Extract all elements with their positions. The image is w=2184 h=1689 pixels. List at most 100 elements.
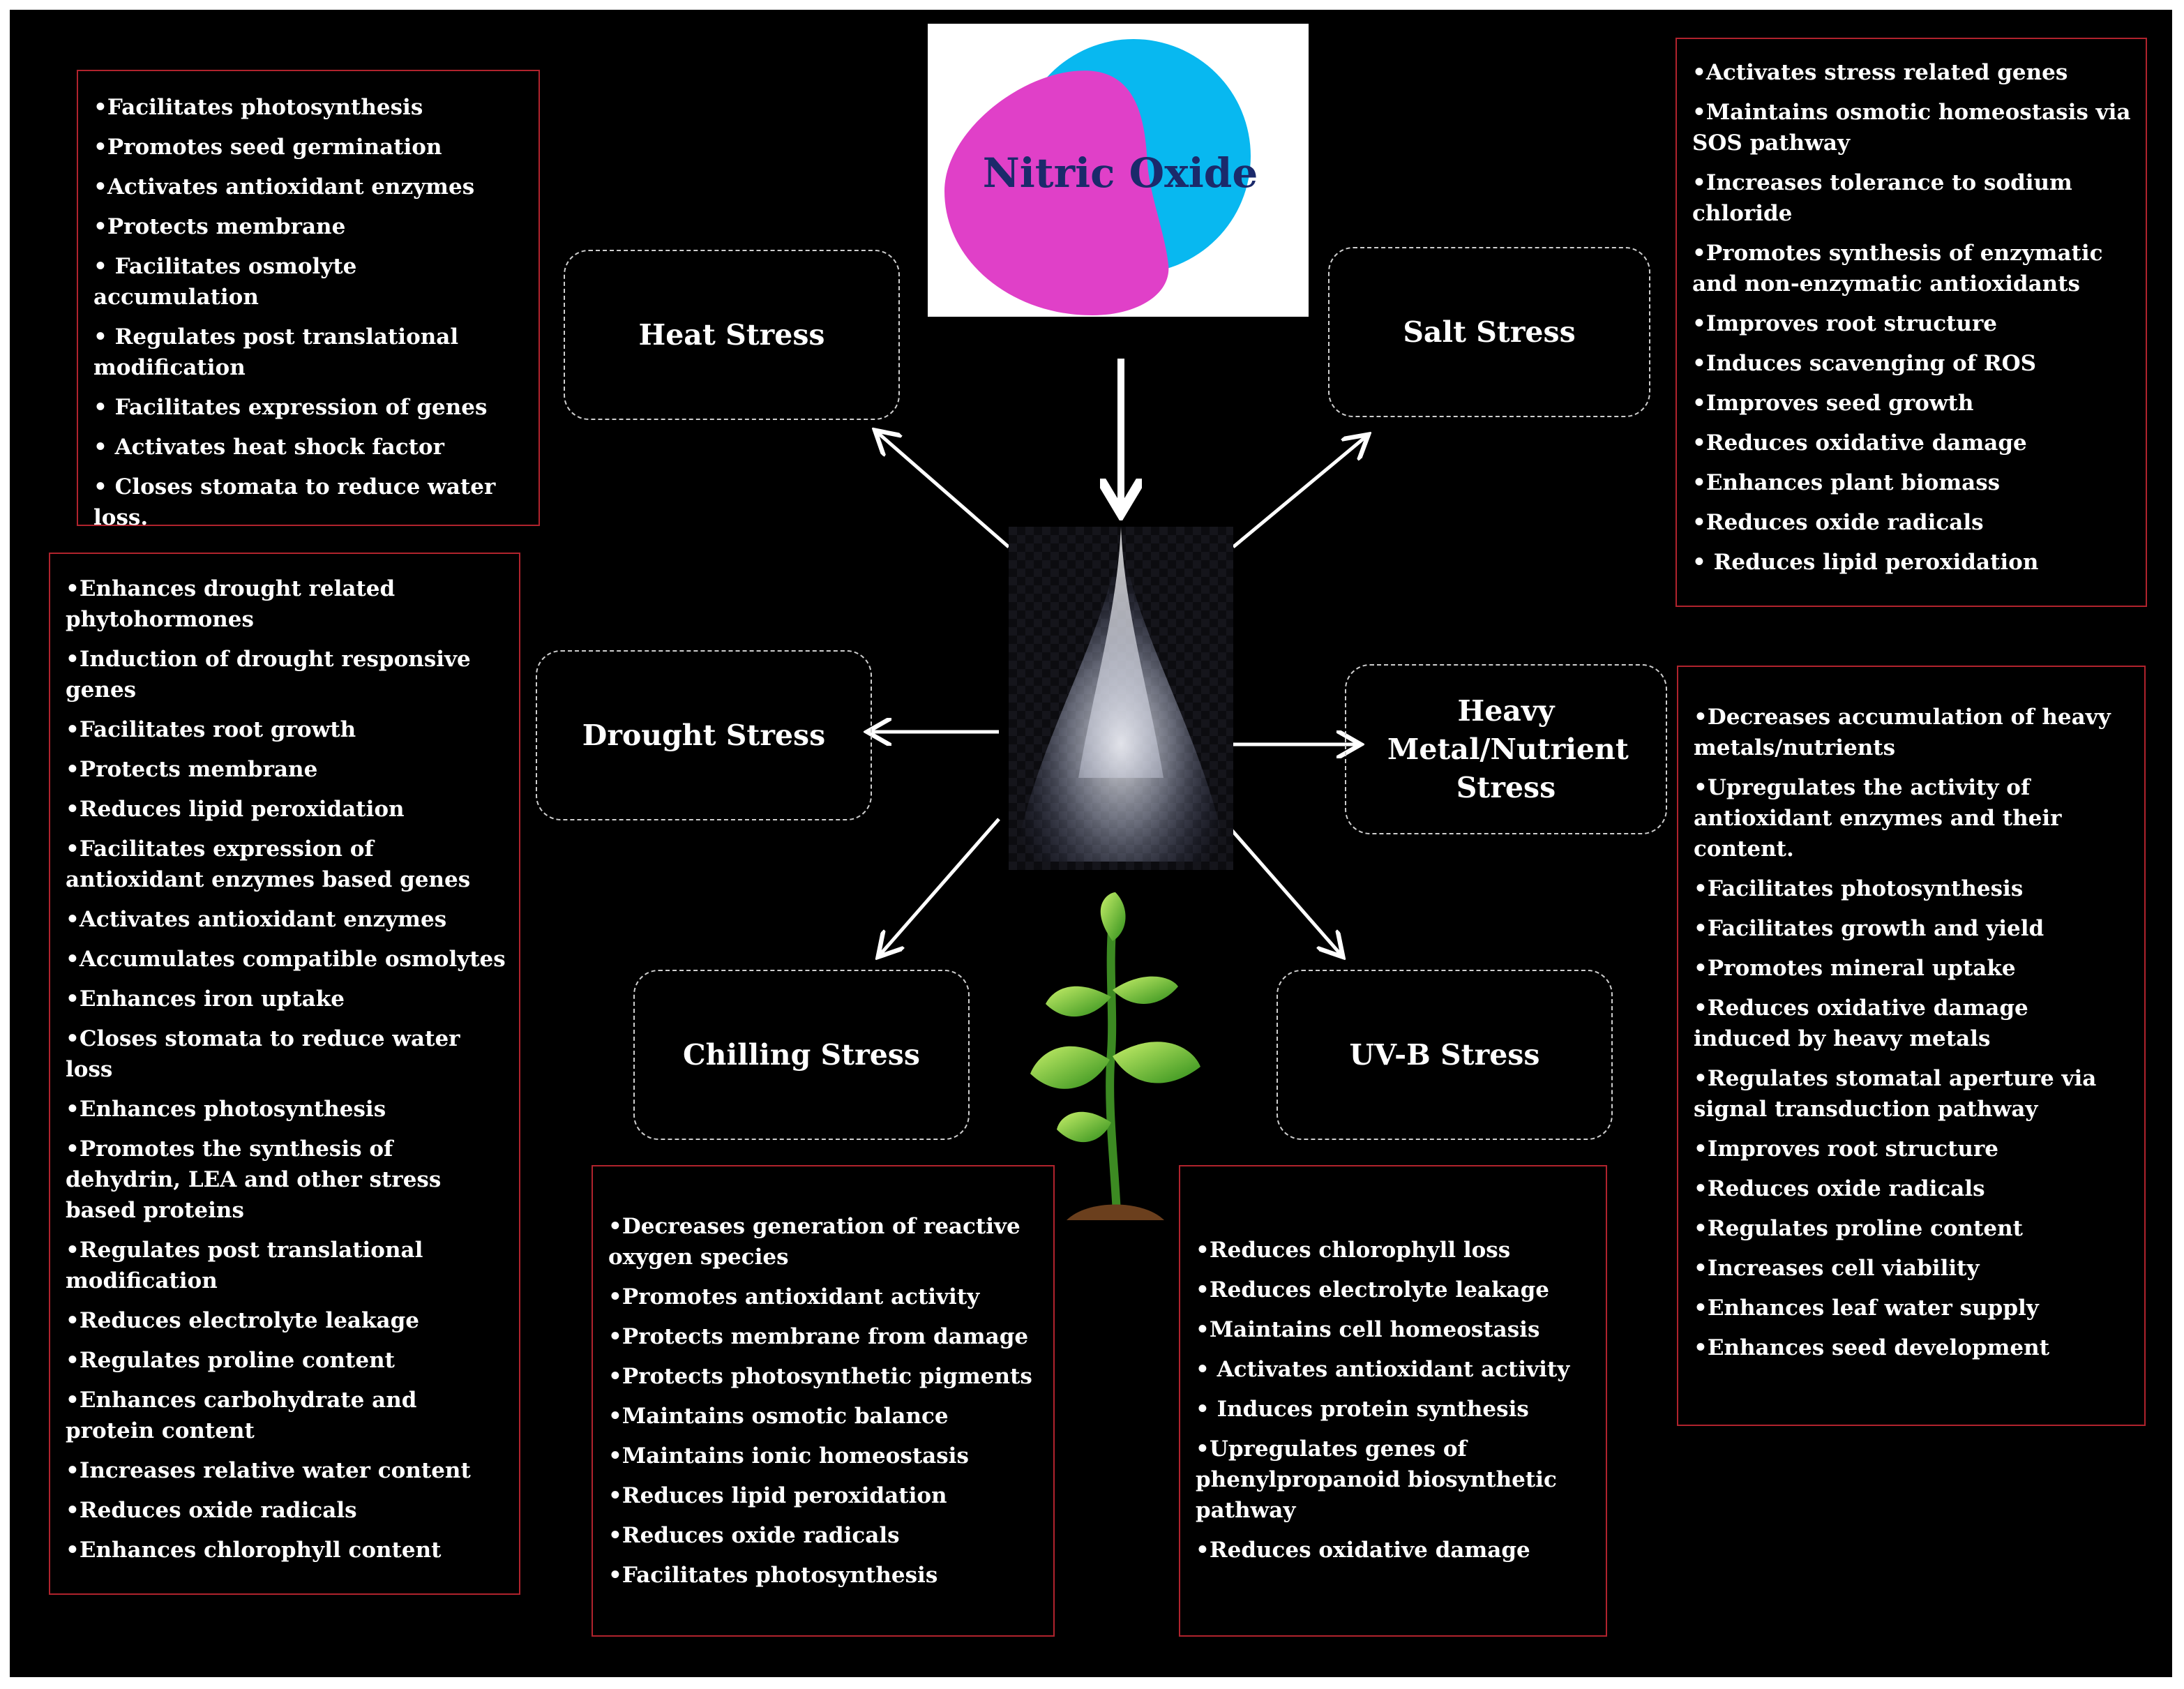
effect-item: Maintains cell homeostasis bbox=[1196, 1314, 1593, 1345]
magenta-circle bbox=[944, 70, 1169, 316]
effect-item: Protects membrane bbox=[93, 211, 526, 242]
drought-effects-list: Enhances drought related phytohormonesIn… bbox=[66, 573, 506, 1566]
effect-item: Facilitates root growth bbox=[66, 714, 506, 745]
effect-item: Protects photosynthetic pigments bbox=[608, 1361, 1041, 1392]
effect-item: Activates heat shock factor bbox=[93, 432, 526, 463]
effect-item: Activates antioxidant enzymes bbox=[93, 172, 526, 202]
effect-item: Facilitates expression of genes bbox=[93, 392, 526, 423]
uvb-stress-node: UV-B Stress bbox=[1276, 970, 1613, 1140]
effect-item: Enhances iron uptake bbox=[66, 984, 506, 1014]
effect-item: Promotes the synthesis of dehydrin, LEA … bbox=[66, 1134, 506, 1226]
heat-stress-node: Heat Stress bbox=[564, 250, 900, 420]
effect-item: Enhances drought related phytohormones bbox=[66, 573, 506, 635]
effect-item: Reduces oxide radicals bbox=[1694, 1173, 2132, 1204]
effect-item: Promotes seed germination bbox=[93, 132, 526, 163]
effect-item: Accumulates compatible osmolytes bbox=[66, 944, 506, 975]
effect-item: Induction of drought responsive genes bbox=[66, 644, 506, 705]
arrow-to-uvb bbox=[1221, 818, 1341, 954]
effect-item: Maintains osmotic balance bbox=[608, 1401, 1041, 1432]
drought-stress-label: Drought Stress bbox=[582, 718, 826, 752]
effect-item: Decreases accumulation of heavy metals/n… bbox=[1694, 702, 2132, 763]
heat-effects-box: Facilitates photosynthesisPromotes seed … bbox=[77, 70, 540, 530]
effect-item: Closes stomata to reduce water loss bbox=[66, 1023, 506, 1085]
heat-stress-label: Heat Stress bbox=[638, 317, 825, 352]
effect-item: Reduces electrolyte leakage bbox=[1196, 1275, 1593, 1305]
uvb-effects-box: Reduces chlorophyll lossReduces electrol… bbox=[1179, 1165, 1607, 1637]
effect-item: Activates antioxidant activity bbox=[1196, 1354, 1593, 1385]
heavy-metal-effects-box: Decreases accumulation of heavy metals/n… bbox=[1677, 666, 2146, 1426]
effect-item: Facilitates photosynthesis bbox=[93, 92, 526, 123]
arrow-to-heat bbox=[878, 433, 1010, 548]
effect-item: Facilitates osmolyte accumulation bbox=[93, 251, 526, 313]
effect-item: Promotes antioxidant activity bbox=[608, 1282, 1041, 1312]
effect-item: Promotes mineral uptake bbox=[1694, 953, 2132, 984]
effect-item: Regulates proline content bbox=[66, 1345, 506, 1376]
effect-item: Enhances photosynthesis bbox=[66, 1094, 506, 1125]
effect-item: Increases cell viability bbox=[1694, 1253, 2132, 1284]
effect-item: Protects membrane bbox=[66, 754, 506, 785]
effect-item: Regulates post translational modificatio… bbox=[66, 1235, 506, 1296]
effect-item: Reduces lipid peroxidation bbox=[66, 794, 506, 825]
effect-item: Facilitates growth and yield bbox=[1694, 913, 2132, 944]
heavy-metal-stress-node: Heavy Metal/Nutrient Stress bbox=[1345, 664, 1667, 834]
effect-item: Reduces oxide radicals bbox=[608, 1520, 1041, 1551]
effect-item: Reduces oxide radicals bbox=[66, 1495, 506, 1526]
nitric-oxide-spray-image bbox=[1009, 527, 1233, 870]
effect-item: Reduces oxidative damage bbox=[1196, 1535, 1593, 1566]
effect-item: Improves seed growth bbox=[1692, 388, 2133, 419]
effect-item: Maintains osmotic homeostasis via SOS pa… bbox=[1692, 97, 2133, 158]
effect-item: Protects membrane from damage bbox=[608, 1321, 1041, 1352]
effect-item: Induces protein synthesis bbox=[1196, 1394, 1593, 1425]
effect-item: Reduces oxidative damage induced by heav… bbox=[1694, 993, 2132, 1054]
salt-stress-node: Salt Stress bbox=[1328, 247, 1650, 417]
chilling-effects-box: Decreases generation of reactive oxygen … bbox=[592, 1165, 1055, 1637]
arrow-to-chilling bbox=[880, 818, 1000, 954]
effect-item: Reduces lipid peroxidation bbox=[608, 1480, 1041, 1511]
salt-effects-list: Activates stress related genesMaintains … bbox=[1692, 57, 2133, 578]
effect-item: Reduces oxide radicals bbox=[1692, 507, 2133, 538]
chilling-stress-label: Chilling Stress bbox=[683, 1037, 920, 1072]
effect-item: Increases relative water content bbox=[66, 1455, 506, 1486]
effect-item: Decreases generation of reactive oxygen … bbox=[608, 1211, 1041, 1273]
nitric-oxide-title: Nitric Oxide bbox=[983, 149, 1258, 197]
salt-effects-box: Activates stress related genesMaintains … bbox=[1675, 38, 2147, 607]
arrow-layer bbox=[10, 359, 2172, 1677]
drought-stress-node: Drought Stress bbox=[536, 650, 872, 820]
effect-item: Activates stress related genes bbox=[1692, 57, 2133, 88]
diagram-canvas: Nitric Oxide bbox=[10, 10, 2172, 1677]
effect-item: Facilitates photosynthesis bbox=[608, 1560, 1041, 1591]
effect-item: Improves root structure bbox=[1694, 1134, 2132, 1164]
effect-item: Enhances chlorophyll content bbox=[66, 1535, 506, 1566]
effect-item: Facilitates expression of antioxidant en… bbox=[66, 834, 506, 895]
effect-item: Enhances seed development bbox=[1694, 1333, 2132, 1363]
effect-item: Improves root structure bbox=[1692, 308, 2133, 339]
effect-item: Activates antioxidant enzymes bbox=[66, 904, 506, 935]
salt-stress-label: Salt Stress bbox=[1403, 315, 1576, 349]
heavy-metal-stress-label: Heavy Metal/Nutrient Stress bbox=[1387, 693, 1629, 804]
effect-item: Increases tolerance to sodium chloride bbox=[1692, 167, 2133, 229]
effect-item: Regulates proline content bbox=[1694, 1213, 2132, 1244]
effect-item: Reduces electrolyte leakage bbox=[66, 1305, 506, 1336]
effect-item: Maintains ionic homeostasis bbox=[608, 1441, 1041, 1471]
effect-item: Induces scavenging of ROS bbox=[1692, 348, 2133, 379]
nitric-oxide-panel: Nitric Oxide bbox=[928, 24, 1309, 317]
effect-item: Regulates stomatal aperture via signal t… bbox=[1694, 1063, 2132, 1125]
arrow-to-salt bbox=[1232, 437, 1366, 548]
heavy-metal-effects-list: Decreases accumulation of heavy metals/n… bbox=[1694, 702, 2132, 1363]
effect-item: Reduces lipid peroxidation bbox=[1692, 547, 2133, 578]
drought-effects-box: Enhances drought related phytohormonesIn… bbox=[49, 553, 520, 1595]
uvb-stress-label: UV-B Stress bbox=[1349, 1037, 1540, 1072]
effect-item: Facilitates photosynthesis bbox=[1694, 873, 2132, 904]
effect-item: Upregulates the activity of antioxidant … bbox=[1694, 772, 2132, 864]
nitric-oxide-logo: Nitric Oxide bbox=[944, 39, 1258, 316]
effect-item: Reduces chlorophyll loss bbox=[1196, 1235, 1593, 1266]
uvb-effects-list: Reduces chlorophyll lossReduces electrol… bbox=[1196, 1235, 1593, 1566]
chilling-stress-node: Chilling Stress bbox=[633, 970, 970, 1140]
effect-item: Regulates post translational modificatio… bbox=[93, 322, 526, 383]
effect-item: Enhances leaf water supply bbox=[1694, 1293, 2132, 1323]
heat-effects-list: Facilitates photosynthesisPromotes seed … bbox=[93, 92, 526, 533]
chilling-effects-list: Decreases generation of reactive oxygen … bbox=[608, 1211, 1041, 1591]
effect-item: Reduces oxidative damage bbox=[1692, 428, 2133, 458]
effect-item: Closes stomata to reduce water loss. bbox=[93, 472, 526, 533]
plant-seedling-icon bbox=[1030, 892, 1200, 1220]
